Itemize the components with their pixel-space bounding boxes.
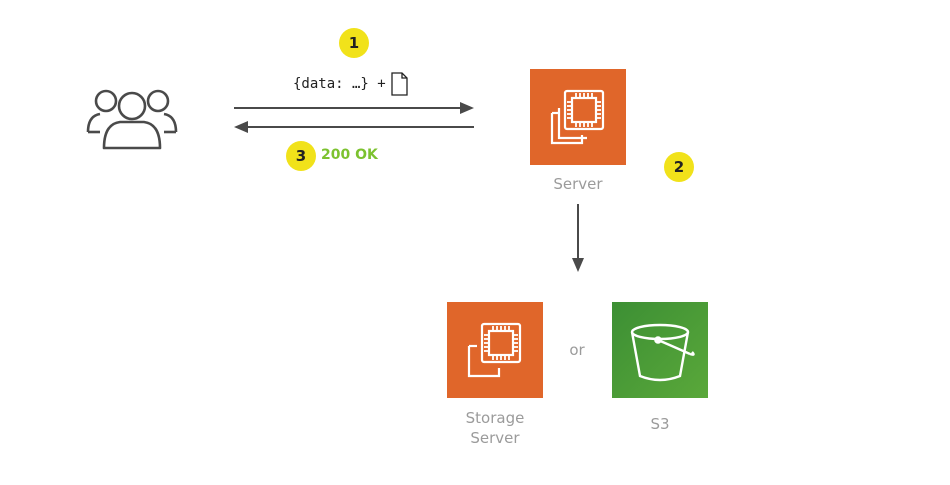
storage-server-label-line2: Server bbox=[470, 429, 520, 447]
document-icon bbox=[391, 72, 408, 96]
s3-tile bbox=[612, 302, 708, 398]
step-1-badge: 1 bbox=[339, 28, 369, 58]
storage-server-label-line1: Storage bbox=[465, 409, 525, 427]
server-label: Server bbox=[553, 175, 603, 193]
response-status: 200 OK bbox=[321, 147, 378, 163]
ec2-instance-icon bbox=[467, 322, 522, 378]
request-arrow bbox=[234, 102, 474, 114]
step-3-badge: 3 bbox=[286, 141, 316, 171]
request-payload: {data: …} + bbox=[293, 76, 386, 92]
s3-label: S3 bbox=[650, 415, 670, 433]
server-to-storage-arrow bbox=[572, 204, 584, 272]
or-text: or bbox=[569, 341, 585, 359]
response-arrow bbox=[234, 121, 474, 133]
ec2-instance-icon bbox=[550, 89, 605, 145]
storage-server-tile bbox=[447, 302, 543, 398]
step-2-badge: 2 bbox=[664, 152, 694, 182]
server-tile bbox=[530, 69, 626, 165]
s3-bucket-icon bbox=[630, 323, 695, 382]
storage-server-label: Storage Server bbox=[437, 408, 553, 448]
users-group-icon bbox=[86, 89, 178, 150]
